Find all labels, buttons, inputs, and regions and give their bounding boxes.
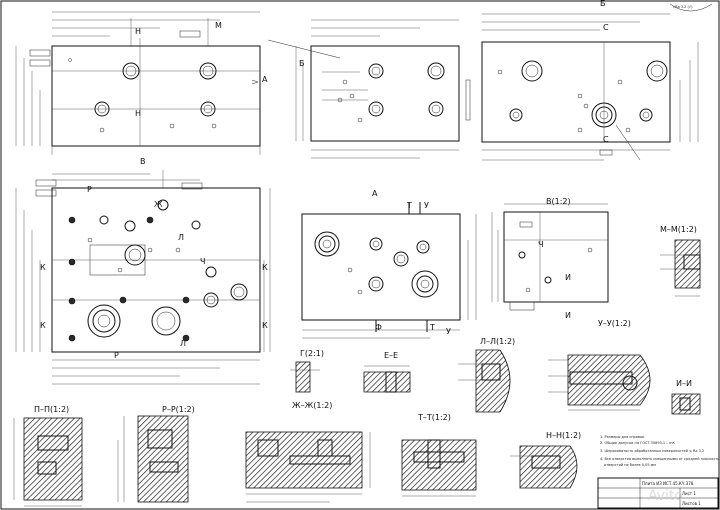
note-5: отверстий не более 0,05 мм — [604, 463, 656, 467]
section-mark-p-top: Р — [87, 185, 92, 194]
title-sheet: Лист 1 — [682, 491, 696, 496]
note-4: 4. Все отверстия выполнять смещенными от… — [600, 457, 720, 461]
section-mark-ch: Ч — [200, 257, 205, 266]
note-1: 1. Размеры для справок. — [600, 435, 645, 439]
section-label-tt: Т–Т(1:2) — [417, 413, 451, 422]
note-2: 2. Общие допуски по ГОСТ 30893.1 – mК — [600, 441, 676, 445]
section-label-ee: Е–Е — [384, 351, 398, 360]
section-mark-t-top: Т — [406, 201, 412, 210]
section-label-rr: Р–Р(1:2) — [162, 405, 195, 414]
section-label-mm: М–М(1:2) — [660, 225, 697, 234]
view-label-v: В — [140, 157, 146, 166]
section-ee — [363, 365, 411, 393]
section-mark-c-bottom: С — [603, 135, 609, 144]
section-zhzh — [245, 431, 371, 503]
title-designation: Плита ИЗ ИСТ.45.КЧ.378 — [642, 481, 694, 486]
section-mark-k2-left: К — [40, 321, 46, 330]
section-mm — [660, 239, 701, 297]
section-mark-p-bottom: Р — [114, 351, 119, 360]
view-v — [15, 170, 271, 385]
section-ll — [458, 349, 511, 413]
title-block: Плита ИЗ ИСТ.45.КЧ.378 Лист 1 Листов 1 — [597, 477, 719, 509]
section-label-ii: И–И — [676, 379, 692, 388]
view-v12 — [491, 203, 609, 311]
section-mark-h-top: Н — [135, 27, 141, 36]
section-g21 — [290, 361, 320, 393]
section-mark-i-bottom: И — [565, 311, 571, 320]
section-mark-b-side: Б — [299, 59, 305, 68]
title-sheets: Листов 1 — [682, 501, 701, 506]
section-mark-c-top: С — [603, 23, 609, 32]
front-view — [15, 11, 261, 155]
section-mark-k2-right: К — [262, 321, 268, 330]
section-mark-m: М — [215, 21, 222, 30]
section-pp — [13, 417, 83, 507]
section-rr — [117, 415, 189, 503]
section-label-nn: Н–Н(1:2) — [546, 431, 581, 440]
section-mark-i-top: И — [565, 273, 571, 282]
roughness-mark: √Ra 3.2 (√) — [673, 5, 693, 9]
section-mark-u-top: У — [424, 201, 429, 210]
view-b — [481, 3, 713, 161]
side-view — [267, 19, 471, 159]
note-3: 3. Шероховатость обработанных поверхност… — [600, 449, 704, 453]
section-mark-f-bottom: Ф — [375, 323, 382, 332]
section-mark-l-top: Л — [178, 233, 184, 242]
section-mark-t-bottom: Т — [429, 323, 435, 332]
watermark: Avito — [648, 488, 683, 504]
view-label-v12: В(1:2) — [546, 197, 571, 206]
section-label-ll: Л–Л(1:2) — [480, 337, 515, 346]
section-mark-zh-top: Ж — [154, 200, 163, 209]
view-arrow-a: А — [262, 75, 268, 84]
section-mark-ch-v12: Ч — [538, 240, 543, 249]
section-mark-l-bottom: Л — [180, 339, 186, 348]
section-label-pp: П–П(1:2) — [34, 405, 69, 414]
section-mark-k-left: К — [40, 263, 46, 272]
section-mark-h-bottom: Н — [135, 109, 141, 118]
view-a — [301, 202, 477, 339]
section-ii — [671, 393, 701, 415]
section-nn — [510, 445, 578, 489]
section-uu — [548, 354, 651, 411]
section-tt — [401, 439, 477, 497]
section-label-zhzh: Ж–Ж(1:2) — [292, 401, 332, 410]
technical-notes: 1. Размеры для справок. 2. Общие допуски… — [600, 435, 720, 467]
view-label-a: А — [372, 189, 378, 198]
section-label-g21: Г(2:1) — [300, 349, 324, 358]
section-label-uu: У–У(1:2) — [598, 319, 631, 328]
section-mark-k-right: К — [262, 263, 268, 272]
view-label-b: Б — [600, 0, 606, 8]
section-mark-u-bottom: У — [446, 327, 451, 336]
